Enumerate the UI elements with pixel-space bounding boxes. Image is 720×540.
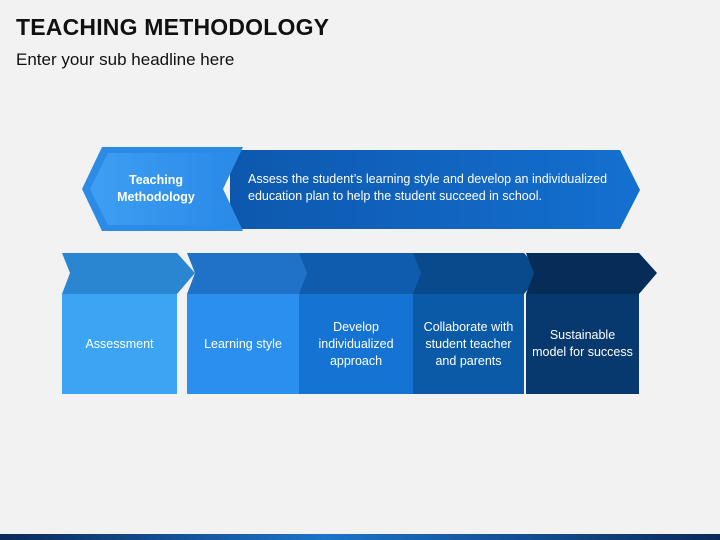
steps-group xyxy=(62,253,657,394)
step-flag-collaborate xyxy=(413,253,542,294)
step-label-learning-style: Learning style xyxy=(204,336,282,351)
step-flag-sustainable-model xyxy=(526,253,657,294)
step-box-learning-style xyxy=(187,294,299,394)
step-flag-learning-style xyxy=(187,253,317,294)
page-title: TEACHING METHODOLOGY xyxy=(16,14,330,40)
step-label-develop-approach: Develop individualized approach xyxy=(318,319,394,368)
banner-label: Teaching Methodology xyxy=(117,173,195,204)
step-box-sustainable-model xyxy=(526,294,639,394)
step-label-collaborate: Collaborate with student teacher and par… xyxy=(423,319,514,368)
step-label-assessment: Assessment xyxy=(85,336,154,351)
footer-bar xyxy=(0,534,720,540)
step-flag-develop-approach xyxy=(299,253,431,294)
banner-label-shape xyxy=(90,153,233,225)
step-flag-assessment xyxy=(62,253,195,294)
step-box-assessment xyxy=(62,294,177,394)
page-subtitle: Enter your sub headline here xyxy=(16,50,235,69)
banner-arrow xyxy=(230,150,640,229)
banner-description: Assess the student’s learning style and … xyxy=(248,172,608,203)
step-label-sustainable-model: Sustainable model for success xyxy=(532,328,633,359)
step-box-collaborate xyxy=(413,294,524,394)
step-box-develop-approach xyxy=(299,294,413,394)
